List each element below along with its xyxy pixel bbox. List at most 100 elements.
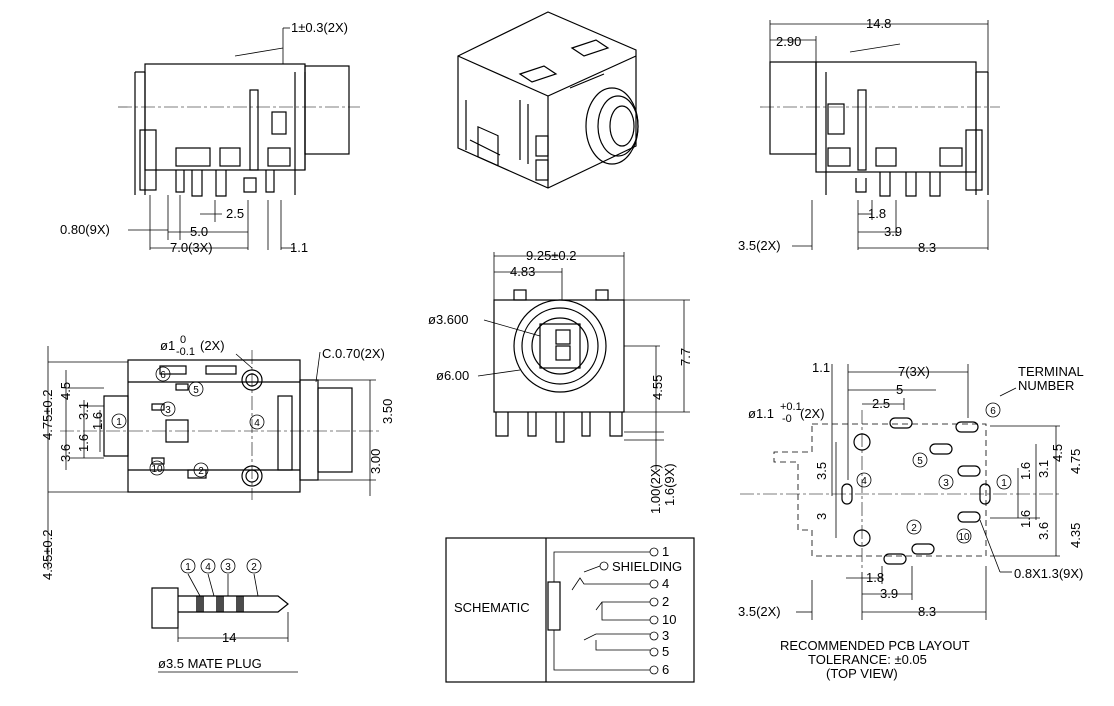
pcb-caption-3: (TOP VIEW) — [826, 666, 898, 681]
dim-14-8: 14.8 — [866, 16, 891, 31]
pcb-dim-5: 5 — [896, 382, 903, 397]
dim-9-25: 9.25±0.2 — [526, 248, 577, 263]
pcb-layout: 6 5 3 4 1 2 10 — [738, 360, 1084, 681]
dim-3-5-2x-top: 3.5(2X) — [738, 238, 781, 253]
dim-phi1-tol-bot: -0.1 — [176, 346, 195, 358]
term-1: 1 — [116, 417, 122, 428]
pcb-dim-3-6: 3.6 — [1036, 522, 1051, 540]
pcb-dim-8-3: 8.3 — [918, 604, 936, 619]
dim-080-9x: 0.80(9X) — [60, 222, 110, 237]
top-view-left: 6 5 3 1 4 2 10 ø1 0 -0.1 (2X) C.0.70(2X)… — [40, 334, 395, 580]
pcb-dim-2-5: 2.5 — [872, 396, 890, 411]
pcb-dim-phi-tol-top: +0.1 — [780, 401, 802, 413]
shielding-label: SHIELDING — [612, 559, 682, 574]
terminal-label-2: NUMBER — [1018, 378, 1074, 393]
plug-pin-1: 1 — [185, 562, 191, 573]
dim-4-75: 4.75±0.2 — [40, 389, 55, 440]
dim-5-0: 5.0 — [190, 224, 208, 239]
sch-pin-10: 10 — [662, 612, 676, 627]
pcb-dim-phi1-1: ø1.1 — [748, 406, 774, 421]
dim-3-6: 3.6 — [58, 444, 73, 462]
front-view: 9.25±0.2 4.83 ø3.600 ø6.00 4.55 7.7 1.00… — [428, 248, 693, 514]
sch-pin-5: 5 — [662, 644, 669, 659]
dim-1-1: 1.1 — [290, 240, 308, 255]
pcb-term-10: 10 — [958, 532, 970, 543]
pcb-dim-4-75: 4.75 — [1068, 449, 1083, 474]
dim-1-6: 1.6 — [90, 412, 105, 430]
pcb-dim-4-5: 4.5 — [1050, 444, 1065, 462]
dim-1-8-top: 1.8 — [868, 206, 886, 221]
pcb-caption-2: TOLERANCE: ±0.05 — [808, 652, 927, 667]
sch-pin-6: 6 — [662, 662, 669, 677]
plug-pin-3: 3 — [225, 562, 231, 573]
dim-1-6-b: 1.6 — [76, 434, 91, 452]
pcb-terminal-markers: 6 5 3 4 1 2 10 — [856, 402, 1012, 544]
pcb-dim-3-v: 3 — [814, 513, 829, 520]
dim-2-5: 2.5 — [226, 206, 244, 221]
plug-pin-2: 2 — [251, 562, 257, 573]
pcb-dim-phi-tol-bot: -0 — [782, 413, 792, 425]
sch-pin-2: 2 — [662, 594, 669, 609]
side-view-left: 1±0.3(2X) 0.80(9X) 2.5 5.0 7.0(3X) 1.1 — [60, 20, 360, 255]
dim-4-35: 4.35±0.2 — [40, 529, 55, 580]
dim-4-55: 4.55 — [650, 375, 665, 400]
pcb-dim-3-5-2x: 3.5(2X) — [738, 604, 781, 619]
pcb-term-6: 6 — [990, 406, 996, 417]
pcb-dim-3-5-v: 3.5 — [814, 462, 829, 480]
sch-pin-3: 3 — [662, 628, 669, 643]
dim-1-6-9x: 1.6(9X) — [662, 463, 677, 506]
pcb-dim-1-1: 1.1 — [812, 360, 830, 375]
sch-pin-4: 4 — [662, 576, 669, 591]
dim-3-9-top: 3.9 — [884, 224, 902, 239]
pcb-term-4: 4 — [861, 476, 867, 487]
dim-8-3-top: 8.3 — [918, 240, 936, 255]
plug-dim-14: 14 — [222, 630, 236, 645]
schematic: SCHEMATIC SHIELDING 1 4 2 10 3 5 6 — [445, 537, 695, 683]
pcb-term-3: 3 — [943, 478, 949, 489]
plug-pin-4: 4 — [205, 562, 211, 573]
dim-4-83: 4.83 — [510, 264, 535, 279]
pcb-term-5: 5 — [917, 456, 923, 467]
dim-2-90: 2.90 — [776, 34, 801, 49]
pcb-dim-phi-count: (2X) — [800, 406, 825, 421]
dim-3-1: 3.1 — [76, 402, 91, 420]
dim-3-00: 3.00 — [368, 449, 383, 474]
mate-plug: 1 4 3 2 14 ø3.5 MATE PLUG — [151, 558, 298, 673]
pcb-term-2: 2 — [911, 523, 917, 534]
pcb-term-1: 1 — [1001, 478, 1007, 489]
pcb-dim-7-3x: 7(3X) — [898, 364, 930, 379]
term-2: 2 — [198, 466, 204, 477]
pcb-dim-3-1: 3.1 — [1036, 460, 1051, 478]
term-10: 10 — [151, 464, 163, 475]
dim-7-7: 7.7 — [678, 348, 693, 366]
pcb-caption-1: RECOMMENDED PCB LAYOUT — [780, 638, 970, 653]
pcb-dim-1-6: 1.6 — [1018, 462, 1033, 480]
dim-phi1: ø1 — [160, 338, 175, 353]
term-3: 3 — [165, 405, 171, 416]
term-4: 4 — [254, 418, 260, 429]
dim-phi3-6: ø3.600 — [428, 312, 468, 327]
dim-phi1-count: (2X) — [200, 338, 225, 353]
terminal-label-1: TERMINAL — [1018, 364, 1084, 379]
dim-phi6: ø6.00 — [436, 368, 469, 383]
sch-pin-1: 1 — [662, 544, 669, 559]
dim-4-5: 4.5 — [58, 382, 73, 400]
dim-1pm03: 1±0.3(2X) — [291, 20, 348, 35]
schematic-label: SCHEMATIC — [454, 600, 530, 615]
isometric-view — [457, 11, 639, 189]
dim-7-0-3x: 7.0(3X) — [170, 240, 213, 255]
pcb-dim-1-8: 1.8 — [866, 570, 884, 585]
pcb-dim-1-6-b: 1.6 — [1018, 510, 1033, 528]
term-6: 6 — [160, 370, 166, 381]
pcb-dim-0-8x1-3: 0.8X1.3(9X) — [1014, 566, 1083, 581]
side-view-right: 14.8 2.90 1.8 3.9 8.3 3.5(2X) — [738, 16, 1000, 255]
pcb-dim-4-35: 4.35 — [1068, 523, 1083, 548]
dim-phi1-tol-top: 0 — [180, 334, 186, 346]
mate-plug-label: ø3.5 MATE PLUG — [158, 656, 262, 671]
terminal-markers: 6 5 3 1 4 2 10 — [111, 366, 265, 478]
pcb-dim-3-9: 3.9 — [880, 586, 898, 601]
dim-3-50: 3.50 — [380, 399, 395, 424]
dim-c070: C.0.70(2X) — [322, 346, 385, 361]
term-5: 5 — [193, 385, 199, 396]
